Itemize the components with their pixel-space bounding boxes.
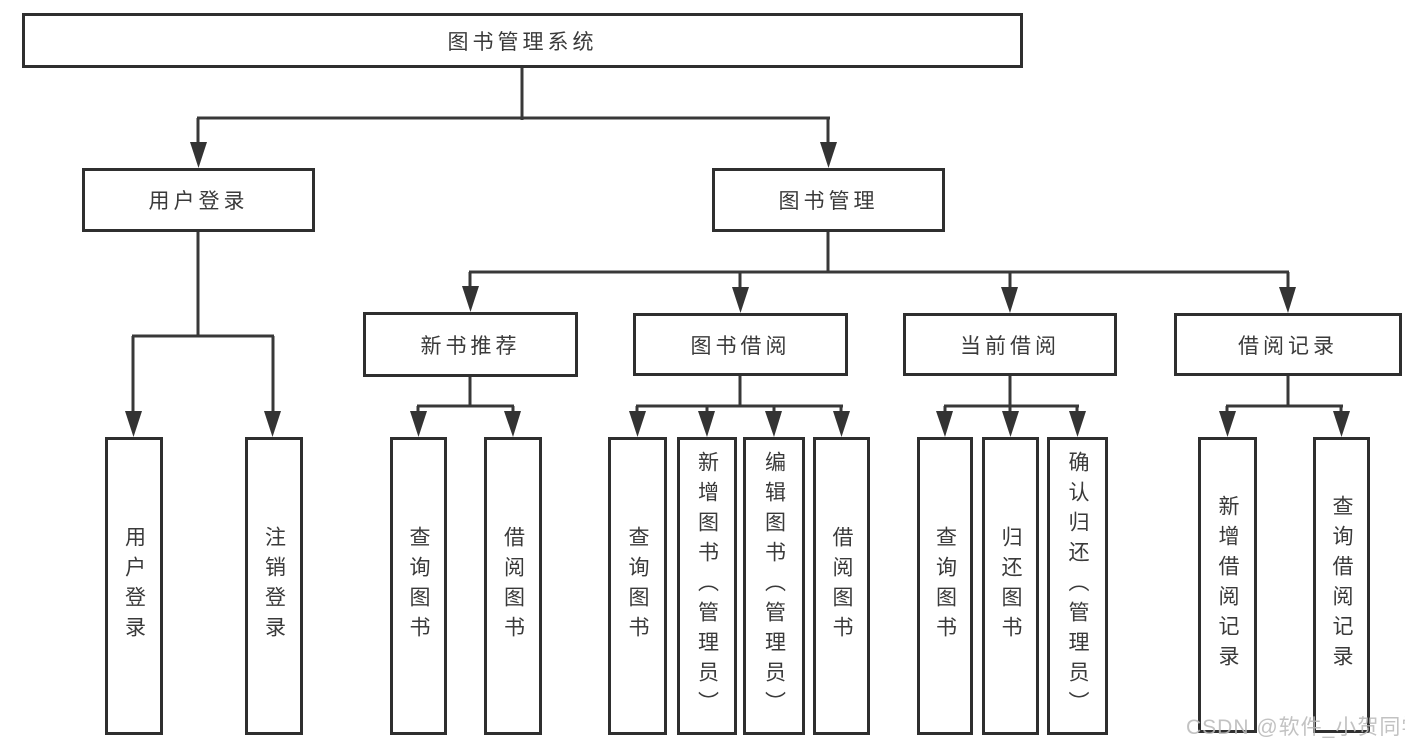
leaf-return-book: 归还图书 (982, 437, 1039, 735)
leaf-edit-book-admin: 编辑图书（管理员） (743, 437, 805, 735)
node-current-borrow: 当前借阅 (903, 313, 1117, 376)
node-new-book-recommend: 新书推荐 (363, 312, 578, 377)
leaf-logout-login: 注销登录 (245, 437, 303, 735)
leaf-borrow-book: 借阅图书 (813, 437, 870, 735)
node-user-login: 用户登录 (82, 168, 315, 232)
node-library-system: 图书管理系统 (22, 13, 1023, 68)
leaf-query-borrow-record: 查询借阅记录 (1313, 437, 1370, 733)
leaf-user-login: 用户登录 (105, 437, 163, 735)
leaf-add-book-admin: 新增图书（管理员） (677, 437, 737, 735)
leaf-borrow-book-recommend: 借阅图书 (484, 437, 542, 735)
node-borrow-records: 借阅记录 (1174, 313, 1402, 376)
leaf-query-book-current: 查询图书 (917, 437, 973, 735)
leaf-query-book-recommend: 查询图书 (390, 437, 447, 735)
leaf-confirm-return-admin: 确认归还（管理员） (1047, 437, 1108, 735)
leaf-query-book-borrow: 查询图书 (608, 437, 667, 735)
leaf-add-borrow-record: 新增借阅记录 (1198, 437, 1257, 733)
node-book-borrow: 图书借阅 (633, 313, 848, 376)
node-book-management: 图书管理 (712, 168, 945, 232)
csdn-watermark: CSDN @软件_小贺同学 (1186, 716, 1405, 739)
